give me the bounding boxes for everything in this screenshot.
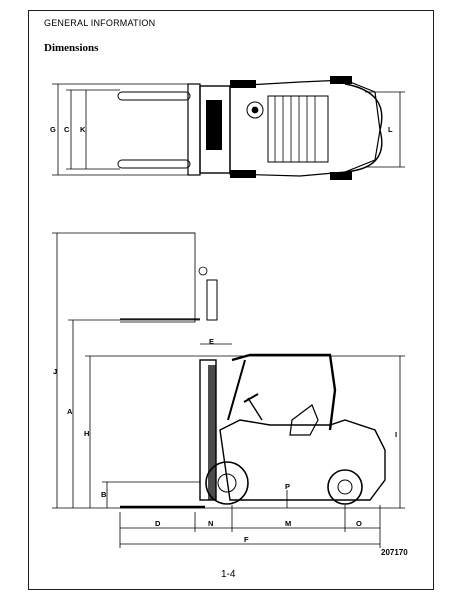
side-view [52,232,405,548]
dim-label-n: N [208,519,213,528]
top-view [52,76,405,180]
page-border [28,10,434,590]
page-title: Dimensions [44,42,99,54]
dim-label-c: C [64,125,70,134]
dim-label-b: B [101,490,107,499]
page-number: 1-4 [221,569,236,580]
section-header: GENERAL INFORMATION [44,18,156,28]
dim-label-e: E [209,337,214,346]
dim-label-i: I [395,430,397,439]
figure-id: 207170 [381,548,408,557]
dim-label-f: F [244,535,249,544]
dim-label-p: P [285,482,290,491]
dim-label-d: D [155,519,161,528]
dim-label-g: G [50,125,56,134]
dim-label-k: K [80,125,86,134]
dimension-labels: G C K L J A H B E I P D N M O F [50,125,397,544]
dim-label-m: M [285,519,291,528]
dim-label-j: J [53,367,57,376]
dim-label-h: H [84,429,89,438]
dim-label-a: A [67,407,73,416]
dim-label-l: L [388,125,393,134]
dim-label-o: O [356,519,362,528]
